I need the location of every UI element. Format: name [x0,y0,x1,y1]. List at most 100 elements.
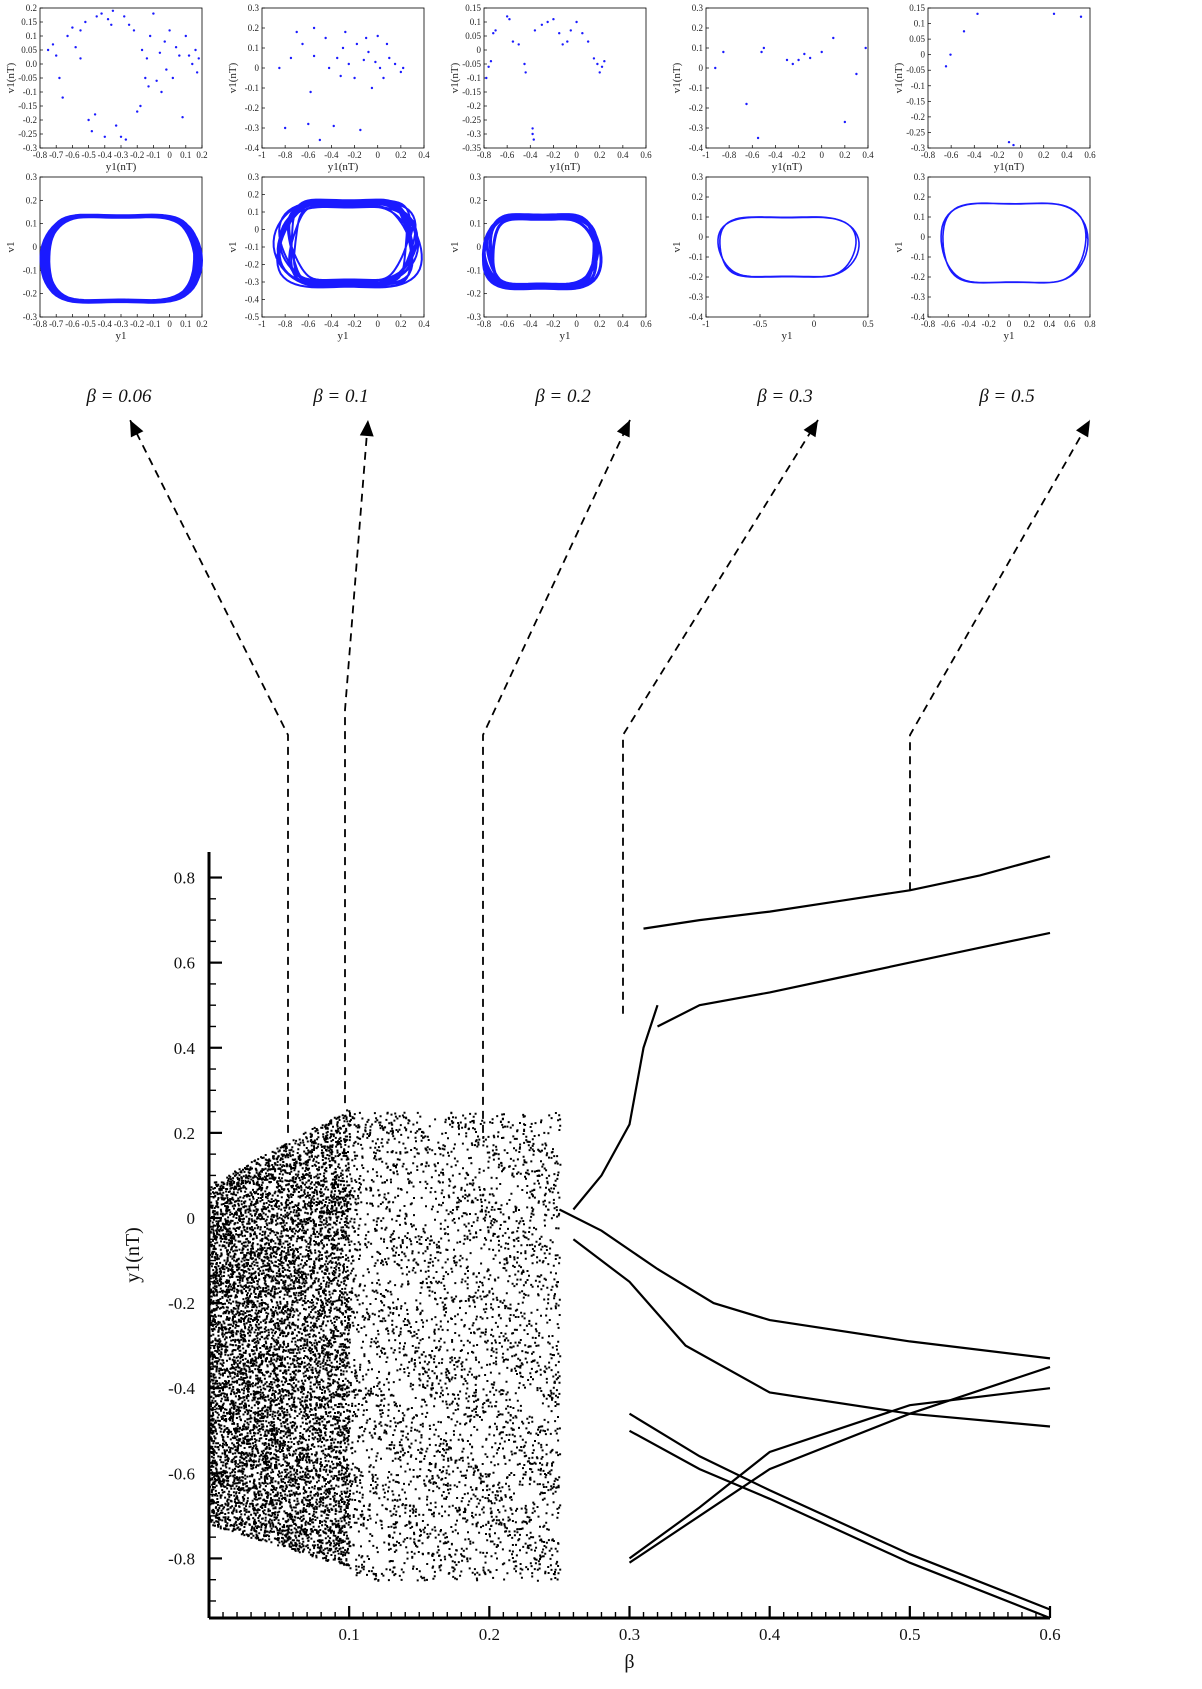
poincare-point [756,136,760,140]
x-tick-label: -0.8 [921,150,936,160]
y-tick-label: -0.1 [245,83,259,93]
x-tick-label: -0.8 [33,150,48,160]
poincare-point [505,15,509,18]
x-tick-label: 0.2 [395,150,406,160]
y-tick-label: 0.2 [914,192,925,202]
poincare-point [71,26,74,29]
poincare-x-label: y1(nT) [772,161,803,173]
x-tick-label: -0.4 [324,150,339,160]
y-tick-label: -0.15 [18,101,37,111]
bif-chaotic-cloud [209,1109,352,1567]
poincare-point [592,57,596,60]
x-tick-label: 0.2 [594,319,605,329]
poincare-point [168,29,171,32]
poincare-x-label: y1(nT) [328,161,359,173]
bif-x-tick-label: 0.4 [759,1625,781,1644]
poincare-point [540,23,544,26]
y-tick-label: 0.3 [914,172,926,182]
poincare-point [93,113,97,116]
bif-y-tick-label: -0.2 [168,1294,195,1313]
x-tick-label: 0 [1018,150,1023,160]
y-tick-label: 0.2 [248,190,259,200]
poincare-point [152,12,155,15]
y-tick-label: -0.1 [689,83,703,93]
x-tick-label: -0.4 [523,319,538,329]
bif-y-tick-label: -0.4 [168,1379,195,1398]
y-tick-label: -0.2 [245,260,259,270]
x-tick-label: -1 [258,319,266,329]
poincare-point [353,76,356,80]
poincare-point [110,23,113,26]
axes-frame [927,7,1091,149]
poincare-point [278,66,281,70]
axes-frame [705,176,869,318]
poincare-point [385,42,389,46]
poincare-point [339,74,342,78]
beta-label: β = 0.3 [756,386,813,407]
poincare-point [722,50,725,54]
x-tick-label: 0.4 [1061,150,1073,160]
poincare-point [785,58,789,62]
poincare-point [517,43,520,46]
connector-arrowhead [359,420,374,437]
poincare-point [1007,140,1011,144]
poincare-point [714,66,717,70]
poincare-point [127,23,131,26]
poincare-point [195,71,199,74]
x-tick-label: -0.8 [33,319,48,329]
x-tick-label: -0.4 [961,319,976,329]
y-tick-label: 0 [699,63,704,73]
bif-branch [628,1387,1051,1560]
x-tick-label: -0.7 [49,319,64,329]
x-tick-label: -1 [702,319,710,329]
x-tick-label: -0.2 [347,319,361,329]
x-tick-label: -0.4 [324,319,339,329]
poincare-point [399,70,403,74]
poincare-point [106,18,110,21]
y-tick-label: -0.05 [18,73,37,83]
phase-x-label: y1 [338,330,349,342]
y-tick-label: 0.1 [692,43,703,53]
y-tick-label: 0.1 [692,212,703,222]
y-tick-label: 0.2 [26,3,37,13]
y-tick-label: -0.15 [462,87,481,97]
x-tick-label: 0.4 [617,150,629,160]
bif-branch [558,1208,1051,1360]
y-tick-label: -0.1 [23,265,37,275]
x-tick-label: -0.6 [65,319,80,329]
poincare-point [327,66,331,70]
x-tick-label: -0.6 [500,150,515,160]
y-tick-label: -0.2 [467,289,481,299]
x-tick-label: 0.2 [594,150,605,160]
y-tick-label: -0.25 [462,115,481,125]
y-tick-label: 0.15 [909,3,925,13]
poincare-y-label: v1(nT) [449,62,461,93]
y-tick-label: 0.05 [909,34,925,44]
y-tick-label: 0.1 [470,219,481,229]
poincare-point [598,71,601,74]
x-tick-label: 0 [819,150,824,160]
y-tick-label: 0.2 [692,192,703,202]
y-tick-label: 0 [921,232,926,242]
phase-x-label: y1 [782,330,793,342]
poincare-point [171,76,175,80]
phase-trajectory [940,202,1089,284]
phase-y-label: v1 [449,242,461,253]
x-tick-label: -0.2 [791,150,805,160]
x-tick-label: -0.8 [278,319,293,329]
bif-branch [628,1429,1051,1620]
poincare-point [309,90,312,94]
bif-branch [572,1004,659,1211]
y-tick-label: 0.1 [914,19,925,29]
poincare-point [508,18,511,21]
y-tick-label: -0.1 [245,242,259,252]
poincare-point [158,51,162,54]
poincare-point [600,65,604,69]
poincare-point [341,46,345,50]
phase-y-label: v1 [227,242,239,253]
y-tick-label: -0.2 [23,289,37,299]
